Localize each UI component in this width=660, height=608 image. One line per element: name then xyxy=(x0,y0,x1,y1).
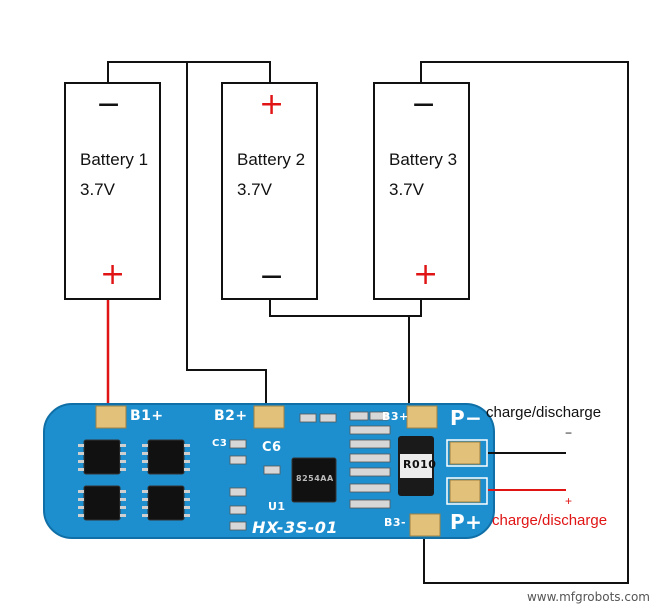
wire-bat1-neg-to-bat2-pos xyxy=(107,61,271,82)
battery-3: − Battery 3 3.7V + xyxy=(373,82,470,300)
battery-3-neg-terminal: − xyxy=(411,87,437,122)
pcb-label-b3-neg: B3- xyxy=(384,516,407,529)
pad-p-neg xyxy=(449,441,481,465)
component-c6: C6 xyxy=(262,440,282,455)
pcb-label-p-pos: P+ xyxy=(450,510,483,534)
chip-label: 8254AA xyxy=(296,474,334,483)
component-c3: C3 xyxy=(212,438,228,449)
pad-p-pos xyxy=(449,479,481,503)
mosfet-1 xyxy=(83,439,121,475)
pad-b2 xyxy=(253,405,285,429)
sense-resistor-label: R010 xyxy=(403,458,437,471)
watermark: www.mfgrobots.com xyxy=(526,590,650,604)
battery-1-pos-terminal: + xyxy=(100,257,126,292)
pcb-label-p-neg: P− xyxy=(450,406,483,430)
battery-2-name: Battery 2 xyxy=(237,150,306,169)
component-u1: U1 xyxy=(268,500,286,513)
mosfet-2 xyxy=(147,439,185,475)
battery-2-pos-terminal: + xyxy=(259,87,285,122)
battery-1-neg-terminal: − xyxy=(96,87,122,122)
battery-1: − Battery 1 3.7V + xyxy=(64,82,161,300)
wire-bus-to-b2 xyxy=(186,62,267,408)
pad-b3-neg xyxy=(409,513,441,537)
callout-top-text: charge/discharge xyxy=(486,404,602,421)
mosfet-4 xyxy=(147,485,185,521)
wire-bat3-neg-to-p-neg xyxy=(420,61,629,584)
battery-3-pos-terminal: + xyxy=(413,257,439,292)
callout-bottom-text: charge/discharge xyxy=(492,512,608,529)
pcb-label-b2: B2+ xyxy=(214,408,248,424)
battery-1-name: Battery 1 xyxy=(80,150,149,169)
battery-3-name: Battery 3 xyxy=(389,150,458,169)
battery-2: + Battery 2 3.7V − xyxy=(221,82,318,300)
pcb-board xyxy=(43,403,495,539)
battery-3-voltage: 3.7V xyxy=(389,180,424,199)
pad-b1 xyxy=(95,405,127,429)
pcb-label-b1: B1+ xyxy=(130,408,164,424)
callout-bottom-sign: + xyxy=(565,494,573,508)
battery-1-voltage: 3.7V xyxy=(80,180,115,199)
pad-b3 xyxy=(406,405,438,429)
mosfet-3 xyxy=(83,485,121,521)
battery-2-voltage: 3.7V xyxy=(237,180,272,199)
wire-bat2-neg-to-bat3-pos xyxy=(269,300,422,317)
callout-top-sign: − xyxy=(565,426,573,440)
ic-u1 xyxy=(291,457,337,503)
battery-2-neg-terminal: − xyxy=(259,259,285,294)
pcb-label-b3: B3+ xyxy=(382,410,409,423)
pcb-model-label: HX-3S-01 xyxy=(252,518,339,537)
